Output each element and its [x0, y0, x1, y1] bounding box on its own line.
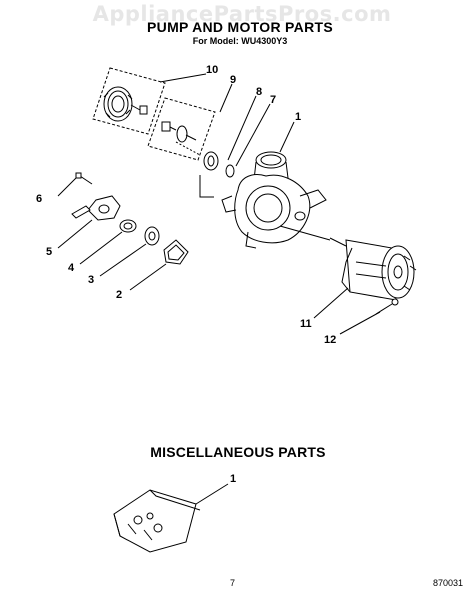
part-3-coupling: [144, 226, 160, 246]
callout-7: 7: [270, 94, 276, 106]
part-8-ring: [203, 151, 219, 171]
part-6-screw: [75, 172, 93, 185]
part-11-motor: [329, 237, 417, 301]
part-12-screw: [375, 298, 399, 315]
callout-1: 1: [295, 111, 301, 123]
callout-8: 8: [256, 86, 262, 98]
part-7-washer: [225, 164, 235, 178]
part-10-dashed-box: [92, 67, 166, 135]
part-10-impeller: [103, 86, 148, 122]
callout-leader-lines: [57, 73, 381, 335]
misc-section-title: MISCELLANEOUS PARTS: [150, 444, 326, 460]
callout-11: 11: [300, 318, 312, 330]
part-9-dashed-box: [147, 97, 216, 161]
part-5-bracket: [71, 195, 121, 221]
part-1-pump-housing: [221, 151, 327, 249]
callout-2: 2: [116, 289, 122, 301]
model-subtitle: For Model: WU4300Y3: [192, 36, 288, 46]
callout-9: 9: [230, 74, 236, 86]
callout-12: 12: [324, 334, 336, 346]
part-4-bushing: [119, 219, 137, 233]
callout-3: 3: [88, 274, 94, 286]
part-2-seal-ring: [163, 239, 189, 265]
misc-part-1-hardware-bag: [113, 483, 229, 553]
part-9-seal: [161, 121, 197, 143]
watermark: AppliancePartsPros.com: [92, 2, 392, 26]
callout-6: 6: [36, 193, 42, 205]
assembly-axis-lines: [175, 141, 331, 241]
page-number: 7: [230, 578, 236, 588]
page-title: PUMP AND MOTOR PARTS: [147, 19, 333, 35]
callout-4: 4: [68, 262, 75, 274]
document-code: 870031: [433, 578, 464, 588]
callout-5: 5: [46, 246, 52, 258]
callout-10: 10: [206, 64, 218, 76]
misc-callout-1: 1: [230, 473, 236, 485]
